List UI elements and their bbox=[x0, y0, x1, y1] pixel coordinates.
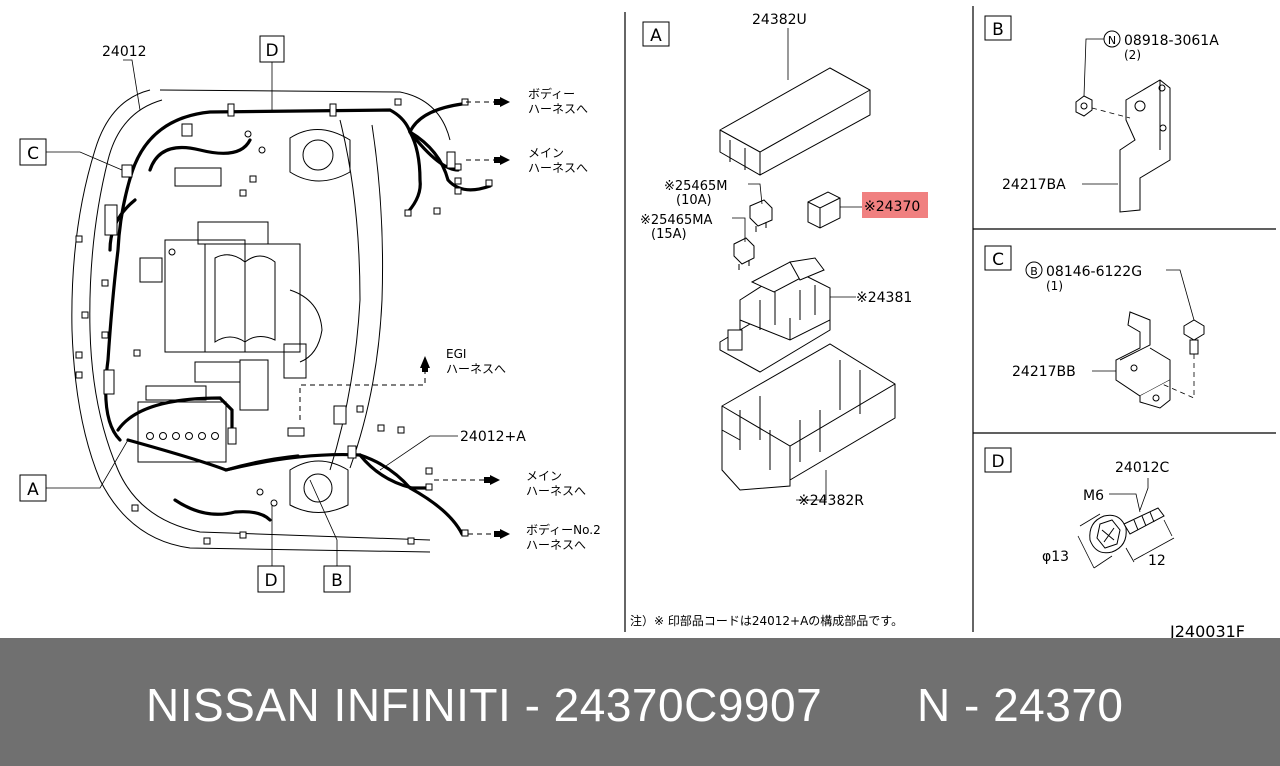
callout-a-left: A bbox=[27, 480, 39, 500]
detail-a-label: A bbox=[650, 26, 662, 46]
part-label-24217bb: 24217BB bbox=[1012, 364, 1076, 380]
main-harness-top-label-2: ハーネスへ bbox=[528, 161, 588, 175]
arrow-heads bbox=[420, 97, 510, 539]
bolt-part bbox=[1183, 319, 1205, 355]
bolt-quantity: (1) bbox=[1046, 279, 1063, 293]
main-harness-bottom-label-1: メイン bbox=[526, 469, 562, 483]
part-label-24382r: ※24382R bbox=[798, 493, 864, 509]
egi-harness-label-2: ハーネスへ bbox=[446, 362, 506, 376]
harness-wires bbox=[104, 102, 492, 536]
main-harness-top-label-1: メイン bbox=[528, 146, 564, 160]
callout-d-top: D bbox=[265, 41, 278, 61]
nut-symbol-letter: N bbox=[1108, 34, 1116, 47]
part-label-25465ma: ※25465MA bbox=[640, 213, 712, 228]
engine-bay-harness-drawing bbox=[71, 89, 451, 553]
egi-harness-label-1: EGI bbox=[446, 347, 466, 361]
detail-b-leaders bbox=[1082, 38, 1131, 185]
body-no2-harness-label-1: ボディーNo.2 bbox=[526, 522, 601, 537]
part-label-bolt: 08146-6122G bbox=[1046, 264, 1142, 280]
relay-box-cover bbox=[719, 67, 871, 176]
bolt-symbol bbox=[1025, 261, 1043, 279]
bracket-24217bb bbox=[1115, 311, 1171, 409]
nut-part bbox=[1075, 95, 1093, 117]
callout-c-left: C bbox=[27, 144, 39, 164]
bracket-24217ba bbox=[1119, 79, 1171, 213]
relay-case-24382r bbox=[721, 343, 896, 491]
part-label-24012a: 24012+A bbox=[460, 429, 526, 445]
detail-c-label: C bbox=[992, 250, 1004, 270]
fuse-10a bbox=[749, 199, 773, 232]
parts-diagram: D C A D B 24012 24012+A ボディー ハーネスへ メイン ハ… bbox=[19, 6, 1276, 638]
body-harness-label-1: ボディー bbox=[528, 86, 575, 101]
part-label-24382u: 24382U bbox=[752, 12, 807, 28]
detail-c-box bbox=[984, 245, 1012, 271]
part-label-24370: ※24370 bbox=[864, 199, 920, 215]
thread-size: M6 bbox=[1083, 488, 1104, 504]
nut-quantity: (2) bbox=[1124, 48, 1141, 62]
detail-d-leaders bbox=[1077, 478, 1175, 569]
detail-d-box bbox=[984, 447, 1012, 473]
main-harness-bottom-label-2: ハーネスへ bbox=[526, 484, 586, 498]
battery-terminals bbox=[146, 432, 219, 440]
callout-boxes bbox=[19, 35, 351, 593]
drawing-id: J240031F bbox=[1169, 622, 1245, 638]
relay-block-24381 bbox=[719, 257, 831, 373]
part-code: N - 24370 bbox=[917, 679, 1124, 731]
part-label-24217ba: 24217BA bbox=[1002, 177, 1066, 193]
ground-bolts bbox=[168, 130, 278, 507]
part-label-24012: 24012 bbox=[102, 44, 147, 60]
part-label-25465m: ※25465M bbox=[664, 179, 727, 194]
panel-dividers bbox=[624, 6, 1276, 632]
detail-a-box bbox=[642, 21, 670, 47]
detail-b-box bbox=[984, 15, 1012, 41]
diameter-dim: φ13 bbox=[1042, 549, 1069, 565]
component-note: 注）※ 印部品コードは24012+Aの構成部品です。 bbox=[630, 613, 903, 628]
body-no2-harness-label-2: ハーネスへ bbox=[526, 538, 586, 552]
bolt-symbol-letter: B bbox=[1030, 265, 1038, 278]
length-dim: 12 bbox=[1148, 553, 1166, 569]
harness-connectors bbox=[75, 98, 493, 545]
callout-d-bottom: D bbox=[264, 571, 277, 591]
part-label-nut: 08918-3061A bbox=[1124, 33, 1219, 49]
detail-c-leaders bbox=[1092, 269, 1195, 399]
body-harness-label-2: ハーネスへ bbox=[528, 102, 588, 116]
callout-b-bottom: B bbox=[331, 571, 343, 591]
relay-24370 bbox=[807, 191, 841, 229]
detail-a-leaders bbox=[732, 28, 862, 501]
highlight-24370 bbox=[862, 192, 928, 218]
brand-part-number: NISSAN INFINITI - 24370C9907 bbox=[146, 679, 823, 731]
rating-10a: (10A) bbox=[676, 193, 712, 208]
rating-15a: (15A) bbox=[651, 227, 687, 242]
fuse-15a bbox=[733, 237, 755, 270]
part-label-24012c: 24012C bbox=[1115, 460, 1170, 476]
leader-lines bbox=[46, 59, 458, 566]
part-label-24381: ※24381 bbox=[856, 290, 912, 306]
detail-d-label: D bbox=[991, 452, 1004, 472]
footer-bar: NISSAN INFINITI - 24370C9907 N - 24370 bbox=[0, 638, 1280, 766]
ground-bolt-24012c bbox=[1089, 507, 1165, 554]
detail-b-label: B bbox=[992, 20, 1004, 40]
